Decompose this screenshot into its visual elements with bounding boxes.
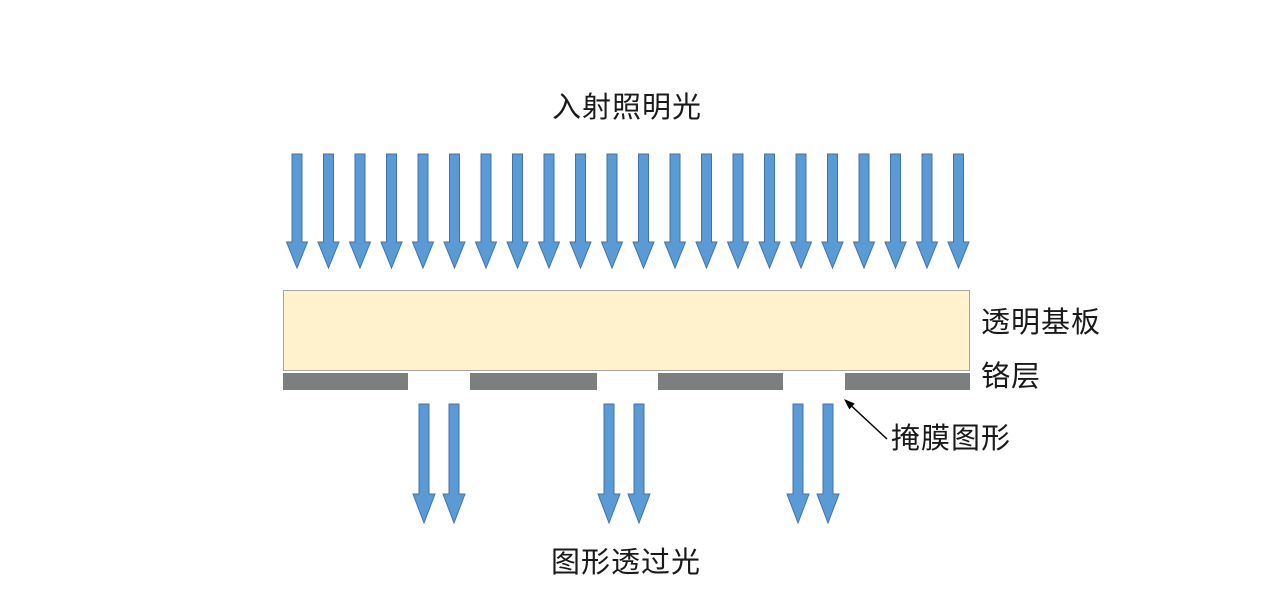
incident-light-arrow (632, 153, 655, 270)
transmitted-light-arrow (597, 403, 621, 525)
incident-light-arrow (506, 153, 529, 270)
chrome-segment (470, 373, 597, 390)
mask-pattern-pointer-line (851, 405, 888, 440)
transmitted-light-arrow (442, 403, 466, 525)
chrome-segment (845, 373, 970, 390)
incident-light-arrow (317, 153, 340, 270)
transmitted-light-arrow (412, 403, 436, 525)
incident-light-label: 入射照明光 (551, 92, 703, 124)
chrome-layer-label: 铬层 (981, 361, 1042, 393)
incident-light-arrow (474, 153, 498, 270)
incident-light-arrow (285, 153, 309, 270)
transmitted-light-label: 图形透过光 (550, 547, 702, 579)
incident-light-arrow (695, 153, 718, 270)
incident-light-arrow (600, 153, 624, 270)
transparent-substrate-label: 透明基板 (981, 307, 1102, 339)
incident-light-arrow (884, 153, 907, 270)
transparent-substrate-shape (283, 290, 970, 371)
mask-pattern-label: 掩膜图形 (891, 423, 1012, 455)
transmitted-light-arrow (786, 403, 810, 525)
incident-light-arrow (443, 153, 466, 270)
incident-light-arrow (947, 153, 970, 270)
mask-pattern-pointer-arrowhead (844, 399, 855, 410)
incident-light-arrow (348, 153, 372, 270)
incident-light-arrow (789, 153, 813, 270)
incident-light-arrow (663, 153, 687, 270)
incident-light-arrow (758, 153, 781, 270)
transmitted-light-arrow (627, 403, 651, 525)
chrome-segment (283, 373, 408, 390)
incident-light-arrow (569, 153, 592, 270)
incident-light-arrow (821, 153, 844, 270)
incident-light-arrow (726, 153, 750, 270)
chrome-segment (658, 373, 783, 390)
incident-light-arrow (411, 153, 435, 270)
incident-light-arrow (915, 153, 939, 270)
incident-light-arrow (380, 153, 403, 270)
incident-light-arrow (852, 153, 876, 270)
incident-light-arrow (537, 153, 561, 270)
transmitted-light-arrow (816, 403, 840, 525)
